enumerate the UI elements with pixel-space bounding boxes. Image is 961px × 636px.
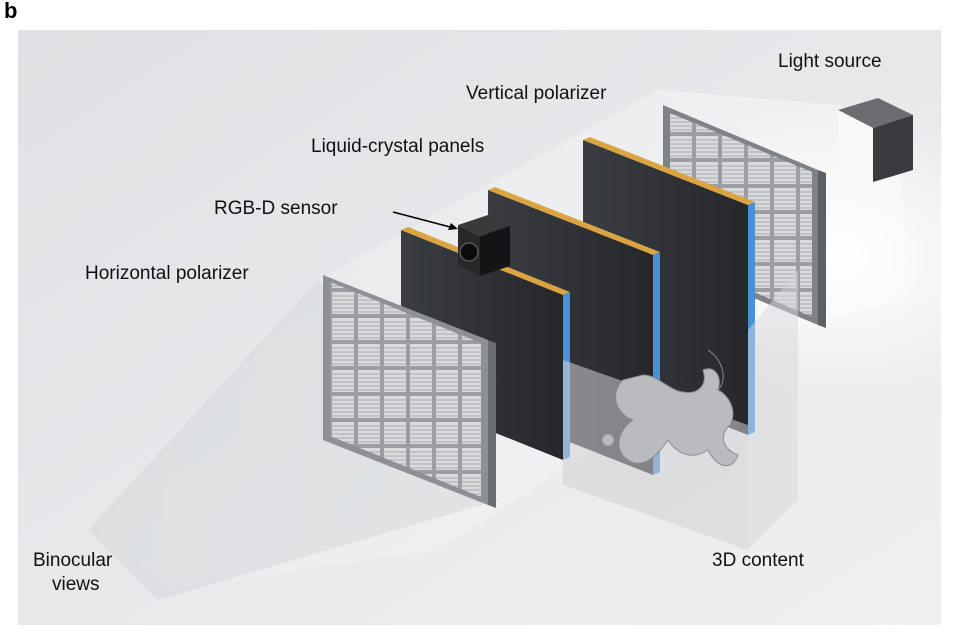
sensor-pointer-arrow: [392, 211, 458, 230]
rgbd-sensor-camera-icon: [458, 215, 510, 276]
binocular-view-cone: [88, 280, 498, 600]
horizontal-polarizer: [323, 275, 496, 508]
panel-letter: b: [4, 0, 18, 23]
optical-setup-illustration: [18, 30, 941, 625]
diagram-stage: Light source Vertical polarizer Liquid-c…: [18, 30, 941, 625]
dragon-statue-icon: [601, 349, 739, 467]
label-horizontal-polarizer: Horizontal polarizer: [85, 263, 249, 284]
label-3d-content: 3D content: [712, 550, 804, 571]
label-rgbd-sensor: RGB-D sensor: [214, 198, 338, 219]
light-source-box: [838, 98, 913, 182]
label-binocular-views-line1: Binocular: [33, 550, 113, 571]
label-vertical-polarizer: Vertical polarizer: [466, 83, 607, 104]
label-liquid-crystal-panels: Liquid-crystal panels: [311, 136, 485, 157]
label-light-source: Light source: [778, 51, 882, 72]
label-binocular-views-line2: views: [52, 574, 100, 595]
